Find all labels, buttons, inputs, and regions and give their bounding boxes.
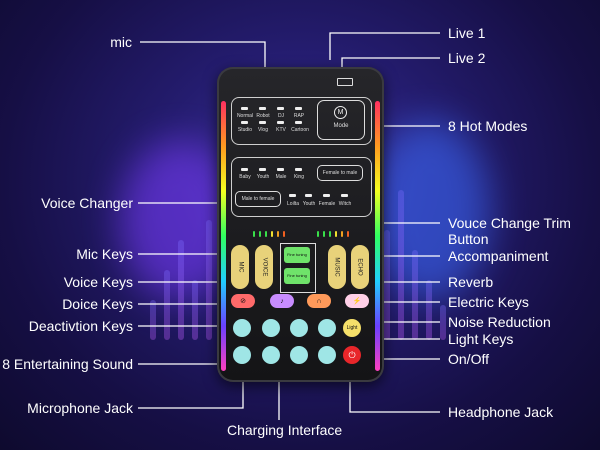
label-mic-keys: Mic Keys bbox=[76, 246, 133, 262]
label-light-keys: Light Keys bbox=[448, 331, 514, 347]
noise-reduction-key[interactable]: ∩ bbox=[307, 294, 331, 308]
doice-key[interactable]: ⊘ bbox=[231, 294, 255, 308]
label-noise-reduction: Noise Reduction bbox=[448, 314, 551, 330]
battery-icon bbox=[337, 78, 353, 86]
fine-tuning-button-1[interactable]: Fine tuning bbox=[284, 247, 310, 263]
male-to-female-button[interactable]: Male to female bbox=[235, 191, 281, 207]
mode-rap[interactable]: RAP bbox=[293, 113, 305, 119]
mic-label: MIC bbox=[237, 261, 243, 273]
label-live1: Live 1 bbox=[448, 25, 486, 41]
deactivation-icon: ♪ bbox=[280, 297, 284, 305]
background-equalizer bbox=[150, 120, 450, 340]
sound-key-8[interactable] bbox=[318, 346, 336, 364]
mode-normal[interactable]: Normal bbox=[236, 113, 254, 119]
electric-key[interactable]: ⚡ bbox=[345, 294, 369, 308]
mic-keys[interactable]: MIC bbox=[231, 245, 249, 289]
deactivation-key[interactable]: ♪ bbox=[270, 294, 294, 308]
electric-icon: ⚡ bbox=[352, 298, 362, 305]
echo-keys[interactable]: ECHO bbox=[351, 245, 369, 289]
label-headphone-jack: Headphone Jack bbox=[448, 404, 554, 420]
label-hot-modes: 8 Hot Modes bbox=[448, 118, 528, 134]
label-voice-changer: Voice Changer bbox=[41, 195, 133, 211]
sound-key-3[interactable] bbox=[290, 319, 308, 337]
label-reverb: Reverb bbox=[448, 274, 494, 290]
rgb-strip-right bbox=[375, 101, 380, 371]
sound-key-7[interactable] bbox=[290, 346, 308, 364]
music-label: MUSIC bbox=[334, 257, 340, 277]
mode-button-label: Mode bbox=[333, 123, 349, 129]
voice-baby[interactable]: Baby bbox=[239, 174, 251, 180]
label-doice-keys: Doice Keys bbox=[62, 296, 133, 312]
label-electric-keys: Electric Keys bbox=[448, 294, 529, 310]
voice-witch[interactable]: Witch bbox=[338, 201, 352, 207]
noise-reduction-icon: ∩ bbox=[316, 297, 322, 305]
label-trim-button: Vouce Change Trim Button bbox=[448, 215, 571, 247]
power-icon: ⏻ bbox=[348, 349, 356, 360]
mode-studio[interactable]: Studio bbox=[237, 127, 253, 133]
echo-label: ECHO bbox=[357, 258, 363, 276]
fine-tuning-button-2[interactable]: Fine tuning bbox=[284, 268, 310, 284]
hot-modes-panel bbox=[231, 97, 372, 145]
fine-tuning-frame bbox=[280, 243, 316, 293]
voice-female[interactable]: Female bbox=[318, 201, 336, 207]
voice-youth-2[interactable]: Youth bbox=[302, 201, 316, 207]
mode-robot[interactable]: Robot bbox=[256, 113, 270, 119]
voice-youth[interactable]: Youth bbox=[256, 174, 270, 180]
background-glow-right bbox=[370, 120, 490, 300]
voice-label: VOICE bbox=[261, 257, 268, 277]
mode-icon: M bbox=[334, 106, 347, 119]
mode-vlog[interactable]: Vlog bbox=[257, 127, 268, 133]
doice-icon: ⊘ bbox=[240, 298, 246, 305]
label-on-off: On/Off bbox=[448, 351, 489, 367]
label-charging-interface: Charging Interface bbox=[227, 422, 343, 438]
voice-keys[interactable]: VOICE bbox=[255, 245, 273, 289]
label-voice-keys: Voice Keys bbox=[63, 274, 133, 290]
sound-key-6[interactable] bbox=[262, 346, 280, 364]
label-accompaniment: Accompaniment bbox=[448, 248, 549, 264]
voice-changer-panel bbox=[231, 157, 372, 217]
rgb-strip-left bbox=[221, 101, 226, 371]
label-deactivation-keys: Deactivtion Keys bbox=[28, 318, 133, 334]
mode-button[interactable]: M Mode bbox=[317, 100, 365, 140]
female-to-male-button[interactable]: Female to male bbox=[317, 165, 363, 181]
voice-changer-device: Normal Robot DJ RAP Studio Vlog KTV Cart… bbox=[217, 67, 384, 382]
voice-king[interactable]: King bbox=[293, 174, 304, 180]
mode-dj[interactable]: DJ bbox=[277, 113, 285, 119]
voice-loilta[interactable]: Loilta bbox=[287, 201, 299, 207]
power-button[interactable]: ⏻ bbox=[343, 346, 361, 364]
label-mic: mic bbox=[110, 34, 132, 50]
sound-key-4[interactable] bbox=[318, 319, 336, 337]
voice-male[interactable]: Male bbox=[275, 174, 287, 180]
sound-key-2[interactable] bbox=[262, 319, 280, 337]
sound-key-5[interactable] bbox=[233, 346, 251, 364]
label-entertaining-sound: 8 Entertaining Sound bbox=[2, 356, 133, 372]
music-keys[interactable]: MUSIC bbox=[328, 245, 346, 289]
label-live2: Live 2 bbox=[448, 50, 486, 66]
mode-ktv[interactable]: KTV bbox=[276, 127, 286, 133]
mode-cartoon[interactable]: Cartoon bbox=[291, 127, 309, 133]
sound-key-1[interactable] bbox=[233, 319, 251, 337]
label-microphone-jack: Microphone Jack bbox=[27, 400, 133, 416]
light-key[interactable]: Light bbox=[343, 319, 361, 337]
